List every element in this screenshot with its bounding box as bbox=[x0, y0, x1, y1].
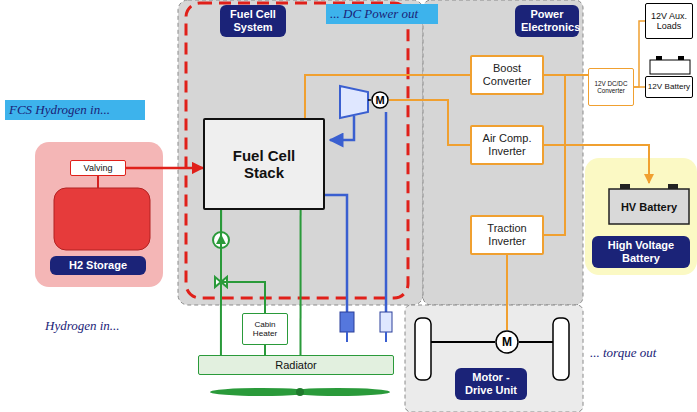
hydrogen-tank bbox=[54, 188, 150, 250]
box-label: 12V Battery bbox=[648, 82, 690, 91]
stack-box: Fuel Cell Stack bbox=[203, 118, 325, 210]
wheel bbox=[553, 318, 569, 380]
exhaust-line bbox=[325, 195, 347, 312]
connector bbox=[634, 86, 645, 88]
battery-box: 12V Battery bbox=[645, 76, 693, 98]
electronics-region: Power ElectronicsBoost ConverterAir Comp… bbox=[423, 0, 583, 305]
system-region: Fuel Cell SystemFuel Cell Stack M bbox=[178, 0, 423, 305]
fan-blade bbox=[286, 388, 390, 396]
motor-symbol: M bbox=[371, 91, 389, 109]
exhaust-line bbox=[385, 112, 388, 312]
inverter-box: Air Comp. Inverter bbox=[470, 125, 544, 165]
battery-pack: HV Battery bbox=[608, 183, 690, 225]
drive-region: Motor - Drive Unit M bbox=[405, 305, 583, 412]
region-label: Fuel Cell System bbox=[220, 5, 286, 37]
converter-box: Boost Converter bbox=[470, 55, 544, 95]
connector bbox=[126, 167, 203, 170]
connector bbox=[634, 21, 645, 87]
fan-blade bbox=[210, 388, 314, 396]
valve-symbol bbox=[380, 312, 392, 332]
battery-terminal bbox=[656, 56, 662, 60]
connector bbox=[389, 100, 470, 145]
radiator-box: Radiator bbox=[198, 355, 394, 375]
air-line bbox=[330, 116, 354, 140]
connector bbox=[305, 75, 470, 118]
connector bbox=[300, 210, 302, 355]
converter-box: 12V DC/DC Converter bbox=[588, 68, 634, 106]
tank-pipe bbox=[97, 176, 99, 188]
box-label: 12V Aux. Loads bbox=[646, 11, 692, 32]
battery-icon bbox=[650, 60, 690, 74]
axle bbox=[431, 341, 553, 343]
region-label: High Voltage Battery bbox=[592, 236, 690, 268]
wheel bbox=[415, 318, 431, 380]
compressor-shaft bbox=[368, 99, 371, 101]
connector bbox=[506, 255, 508, 330]
region-label: Motor - Drive Unit bbox=[455, 368, 527, 400]
box-label: M bbox=[502, 335, 512, 349]
flow-note: FCS Hydrogen in... bbox=[5, 100, 145, 120]
air-compressor bbox=[340, 86, 368, 118]
connector bbox=[221, 210, 265, 313]
box-label: 12V DC/DC Converter bbox=[589, 80, 633, 94]
motor-symbol: M bbox=[495, 330, 519, 354]
region-label: H2 Storage bbox=[50, 256, 146, 275]
connector bbox=[544, 145, 649, 183]
boundary-outline bbox=[186, 3, 408, 298]
inverter-box: Traction Inverter bbox=[470, 215, 544, 255]
box-label: M bbox=[375, 94, 384, 106]
drive-region bbox=[405, 305, 583, 412]
heater-box: Cabin Heater bbox=[242, 313, 288, 345]
battery-region bbox=[585, 158, 697, 275]
valve-box: Valving bbox=[70, 160, 126, 176]
humidifier-symbol bbox=[340, 312, 354, 332]
storage-region: H2 Storage Valving bbox=[35, 142, 163, 287]
box-label: Fuel Cell Stack bbox=[215, 147, 313, 182]
box-label: Cabin Heater bbox=[243, 320, 287, 339]
flow-note: ... DC Power out bbox=[326, 4, 438, 24]
box-label: Radiator bbox=[275, 359, 317, 372]
flow-note: Hydrogen in... bbox=[45, 318, 120, 334]
box-label: Valving bbox=[84, 163, 113, 173]
storage-region bbox=[35, 142, 163, 287]
outlet-line bbox=[347, 332, 386, 342]
connector bbox=[264, 345, 266, 355]
region-label: Power Electronics bbox=[515, 5, 579, 37]
load-box: 12V Aux. Loads bbox=[645, 3, 693, 39]
box-label: HV Battery bbox=[621, 201, 677, 213]
electronics-region bbox=[423, 0, 583, 305]
fan-hub bbox=[296, 388, 304, 396]
battery-terminal bbox=[678, 56, 684, 60]
box-label: Traction Inverter bbox=[472, 222, 542, 247]
box-label: Boost Converter bbox=[472, 62, 542, 87]
box-label: Air Comp. Inverter bbox=[472, 132, 542, 157]
flow-note: ... torque out bbox=[590, 345, 656, 361]
battery-region: High Voltage Battery HV Battery bbox=[585, 158, 697, 275]
